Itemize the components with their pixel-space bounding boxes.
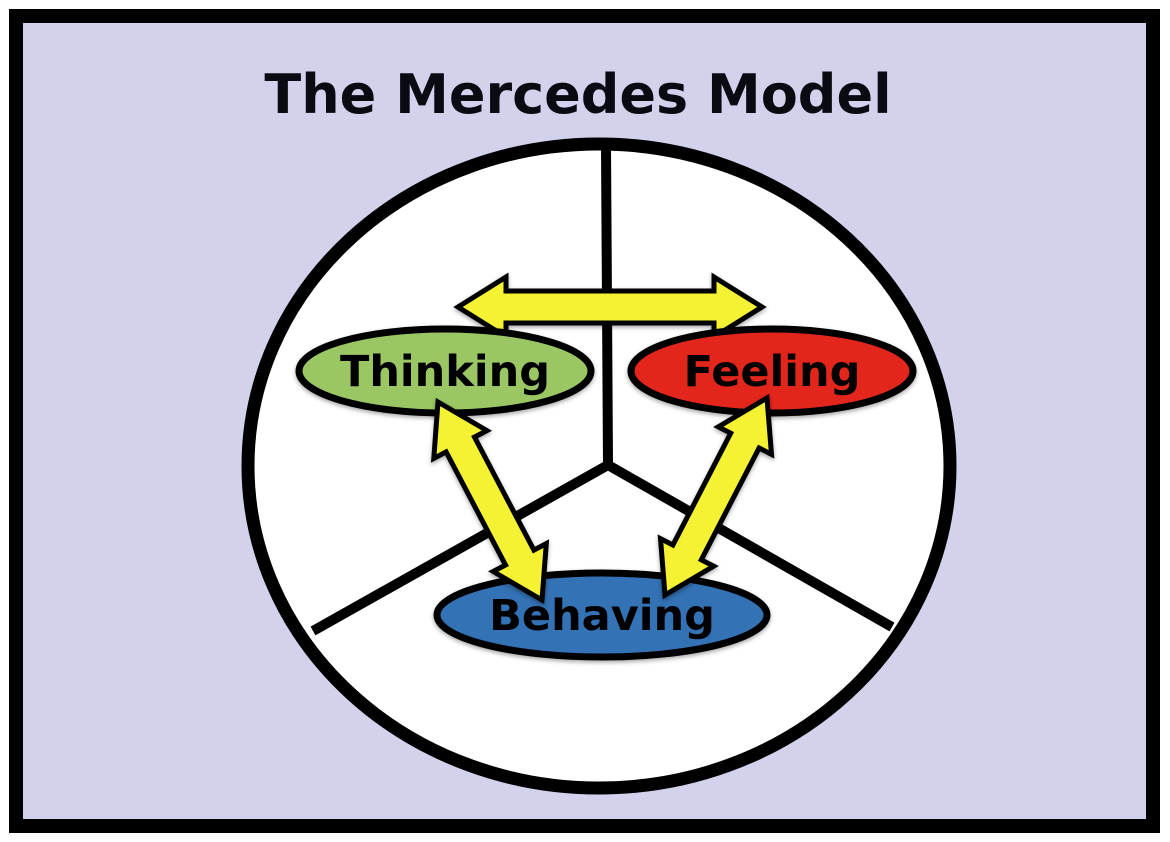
node-feeling: Feeling bbox=[627, 325, 917, 417]
thinking-label: Thinking bbox=[340, 347, 550, 397]
diagram-title: The Mercedes Model bbox=[264, 63, 891, 126]
divider-lower-right bbox=[605, 460, 895, 632]
feeling-label: Feeling bbox=[684, 347, 861, 397]
node-behaving: Behaving bbox=[433, 569, 771, 661]
behaving-label: Behaving bbox=[489, 591, 715, 641]
arrow-thinking-behaving bbox=[430, 397, 550, 605]
behaving-ellipse bbox=[433, 569, 771, 661]
divider-lower-left bbox=[310, 460, 611, 636]
node-thinking: Thinking bbox=[295, 325, 595, 417]
feeling-ellipse bbox=[627, 325, 917, 417]
arrow-feeling-behaving bbox=[657, 393, 775, 600]
arrow-thinking-feeling bbox=[453, 272, 767, 342]
